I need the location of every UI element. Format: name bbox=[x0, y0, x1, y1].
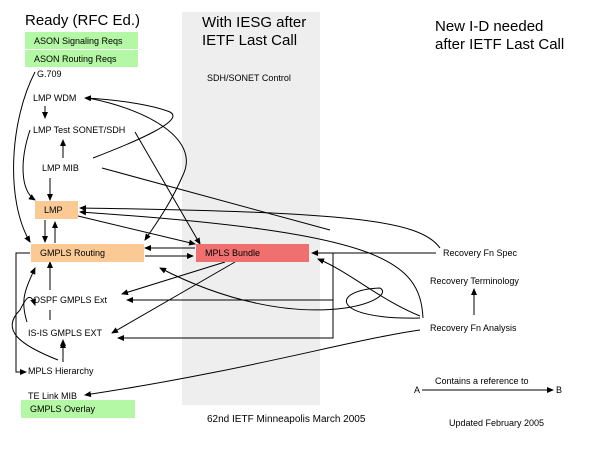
node-recovery-fn-analysis[interactable]: Recovery Fn Analysis bbox=[430, 323, 517, 333]
edge-recoveryspec-lmp bbox=[79, 205, 441, 249]
edge-ospf-gmplsrouting bbox=[23, 267, 36, 323]
legend-caption: Contains a reference to bbox=[435, 376, 529, 386]
edge-mplsbundle-isis bbox=[111, 261, 236, 334]
node-mpls-bundle[interactable]: MPLS Bundle bbox=[196, 244, 309, 262]
edge-recoveryanalysis-telinkmib bbox=[84, 329, 421, 398]
edge-lmptest-mplsbundle bbox=[134, 131, 201, 245]
edge-lmpwdm-gmplsrouting bbox=[87, 97, 187, 241]
legend-to: B bbox=[556, 385, 563, 395]
node-recovery-terminology[interactable]: Recovery Terminology bbox=[430, 276, 519, 286]
node-g709[interactable]: G.709 bbox=[37, 69, 62, 79]
node-isis-gmpls-ext[interactable]: IS-IS GMPLS EXT bbox=[28, 328, 103, 338]
node-sdh-sonet-control[interactable]: SDH/SONET Control bbox=[207, 73, 291, 83]
iesg-column-heading-line2: IETF Last Call bbox=[202, 32, 298, 49]
node-ospf-gmpls-ext[interactable]: OSPF GMPLS Ext bbox=[33, 295, 108, 305]
node-te-link-mib[interactable]: TE Link MIB bbox=[28, 391, 78, 401]
node-recovery-fn-spec[interactable]: Recovery Fn Spec bbox=[443, 248, 518, 258]
edge-lmp-mplsbundle bbox=[77, 215, 196, 246]
iesg-column-heading-line1: With IESG after bbox=[202, 14, 307, 31]
node-ason-signaling-reqs[interactable]: ASON Signaling Reqs bbox=[25, 32, 138, 49]
edge-gmplsrouting-mplshierarchy bbox=[15, 252, 30, 375]
edge-lmptest-lmp bbox=[22, 129, 36, 201]
edge-mplshierarchy-ospf bbox=[11, 296, 59, 361]
node-lmp-mib[interactable]: LMP MIB bbox=[42, 163, 79, 173]
edge-g709-gmplsrouting bbox=[13, 71, 36, 243]
edge-mplsbundle-ospf bbox=[121, 261, 226, 296]
node-mpls-hierarchy[interactable]: MPLS Hierarchy bbox=[28, 366, 94, 376]
edge-lmpmib-lmpwdm bbox=[84, 95, 174, 159]
node-lmp[interactable]: LMP bbox=[35, 201, 78, 219]
legend-from: A bbox=[414, 385, 421, 395]
node-gmpls-routing[interactable]: GMPLS Routing bbox=[31, 244, 144, 262]
edge-recoveryanalysis-mplsbundle bbox=[317, 258, 421, 317]
node-gmpls-overlay[interactable]: GMPLS Overlay bbox=[21, 400, 135, 418]
edge-recoveryanalysis-gmplsrouting bbox=[159, 267, 421, 319]
edge-lmpmib-right bbox=[101, 167, 331, 231]
node-ason-routing-reqs[interactable]: ASON Routing Reqs bbox=[25, 50, 138, 67]
node-lmp-wdm[interactable]: LMP WDM bbox=[33, 93, 77, 103]
meeting-footer: 62nd IETF Minneapolis March 2005 bbox=[207, 414, 366, 425]
ready-column-heading: Ready (RFC Ed.) bbox=[25, 12, 141, 29]
updated-footer: Updated February 2005 bbox=[449, 418, 545, 428]
new-id-column-heading-line1: New I-D needed bbox=[435, 18, 544, 35]
edge-recoveryanalysis-lmp bbox=[79, 209, 424, 319]
node-lmp-test-sonet-sdh[interactable]: LMP Test SONET/SDH bbox=[33, 125, 126, 135]
new-id-column-heading-line2: after IETF Last Call bbox=[435, 36, 565, 53]
